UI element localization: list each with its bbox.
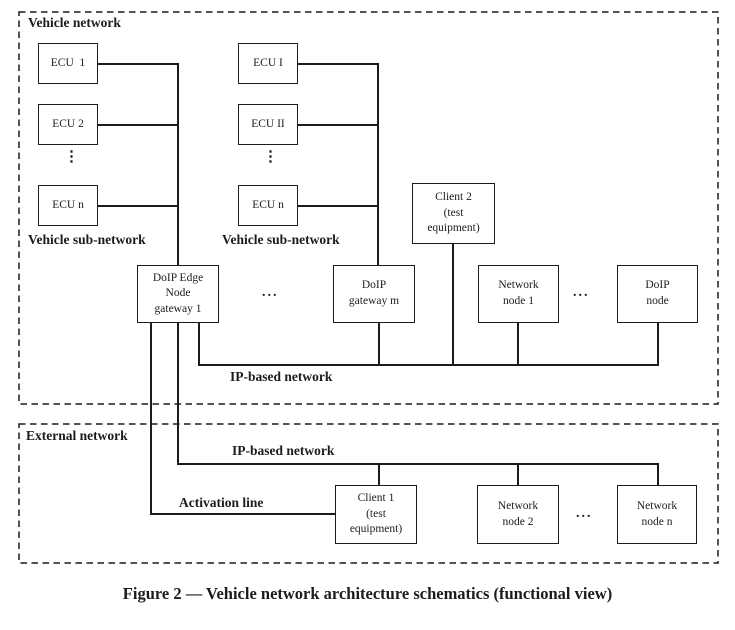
client1-stub-line	[378, 463, 380, 485]
ecuII-connector-line	[298, 124, 377, 126]
gateway-row-ellipsis: ...	[262, 285, 279, 300]
ecu2-connector-line	[98, 124, 177, 126]
node-row-ellipsis: ...	[573, 285, 590, 300]
ecu-n-left-box: ECU n	[38, 185, 98, 226]
network-noden-stub-line	[657, 463, 659, 485]
doip-node-box: DoIP node	[617, 265, 698, 323]
ecu-I-box: ECU I	[238, 43, 298, 84]
ecu-n-mid-box: ECU n	[238, 185, 298, 226]
ecu1-connector-line	[98, 63, 177, 65]
gateway-m-stub-line	[378, 322, 380, 364]
ecun-mid-connector-line	[298, 205, 377, 207]
network-node-n-box: Network node n	[617, 485, 697, 544]
doip-node-stub-line	[657, 322, 659, 364]
ecuI-connector-line	[298, 63, 377, 65]
external-ip-network-label: IP-based network	[232, 443, 335, 458]
ecu-2-box: ECU 2	[38, 104, 98, 145]
figure-caption: Figure 2 — Vehicle network architecture …	[122, 584, 613, 603]
activation-line-horizontal	[150, 513, 335, 515]
network-node2-stub-line	[517, 463, 519, 485]
ecu-left-vertical-ellipsis: ⋮	[64, 149, 79, 165]
vehicle-subnetwork-left-label: Vehicle sub-network	[28, 232, 146, 247]
vehicle-ip-network-line	[198, 364, 659, 366]
vehicle-network-boundary	[18, 11, 719, 405]
vehicle-subnetwork-mid-label: Vehicle sub-network	[222, 232, 340, 247]
vehicle-network-title: Vehicle network	[28, 15, 121, 30]
client-2-box: Client 2 (test equipment)	[412, 183, 495, 244]
external-network-title: External network	[26, 428, 128, 443]
client-1-box: Client 1 (test equipment)	[335, 485, 417, 544]
network-node-2-box: Network node 2	[477, 485, 559, 544]
network-node1-stub-line	[517, 322, 519, 364]
doip-edge-node-gateway1-box: DoIP Edge Node gateway 1	[137, 265, 219, 323]
left-subnet-bus-line	[177, 63, 179, 265]
external-node-row-ellipsis: ...	[576, 506, 593, 521]
edge-node-ip-stub-line	[198, 322, 200, 365]
activation-line-label: Activation line	[179, 495, 264, 510]
ecu-II-box: ECU II	[238, 104, 298, 145]
doip-gateway-m-box: DoIP gateway m	[333, 265, 415, 323]
ecu-mid-vertical-ellipsis: ⋮	[263, 149, 278, 165]
vehicle-ip-network-label: IP-based network	[230, 369, 333, 384]
network-node-1-box: Network node 1	[478, 265, 559, 323]
external-ip-vertical-line	[177, 322, 179, 464]
activation-line-vertical	[150, 322, 152, 513]
external-ip-network-line	[177, 463, 658, 465]
ecu-1-box: ECU 1	[38, 43, 98, 84]
mid-subnet-bus-line	[377, 63, 379, 265]
ecun-left-connector-line	[98, 205, 177, 207]
client2-stub-line	[452, 244, 454, 364]
external-network-boundary	[18, 423, 719, 564]
